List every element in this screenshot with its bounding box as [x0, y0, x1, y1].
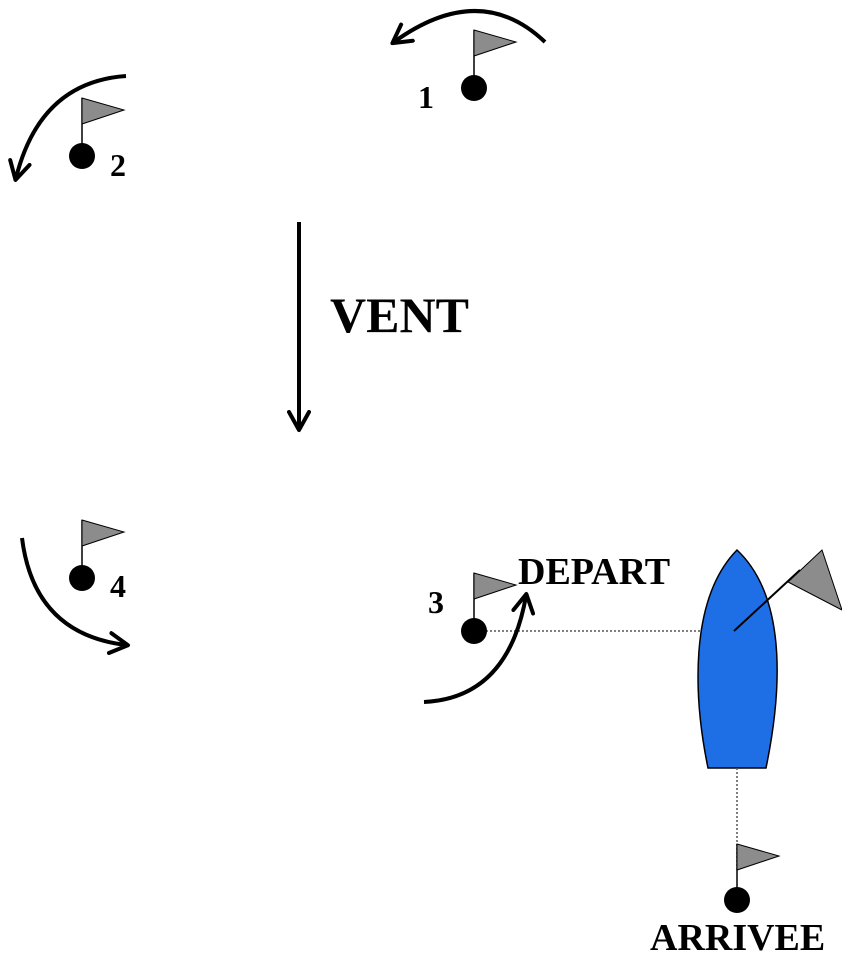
wind-indicator: VENT	[287, 222, 469, 432]
mark-3: 3	[423, 572, 536, 704]
mark-2-flag-icon	[81, 97, 126, 125]
finish-mark-buoy	[724, 887, 750, 913]
mark-4: 4	[20, 519, 130, 656]
mark-2: 2	[8, 74, 127, 183]
boat-hull	[697, 548, 778, 769]
mark-1-number: 1	[418, 79, 434, 115]
boat-flag-pole	[733, 569, 801, 632]
mark-3-flag-icon	[473, 572, 518, 600]
finish-label: ARRIVEE	[650, 917, 825, 959]
mark-1-rounding-arrow	[390, 9, 547, 46]
mark-2-number: 2	[110, 147, 126, 183]
finish-mark	[724, 843, 781, 913]
mark-3-buoy	[461, 618, 487, 644]
wind-label: VENT	[330, 287, 469, 343]
mark-1-flag-icon	[473, 29, 518, 57]
start-label: DEPART	[518, 551, 670, 593]
mark-2-buoy	[69, 143, 95, 169]
mark-1-buoy	[461, 75, 487, 101]
mark-4-buoy	[69, 565, 95, 591]
mark-4-rounding-arrow	[20, 537, 130, 656]
mark-3-rounding-arrow	[423, 592, 536, 704]
finish-mark-flag-icon	[736, 843, 781, 871]
mark-2-rounding-arrow	[8, 74, 127, 182]
mark-1: 1	[390, 9, 547, 115]
mark-3-number: 3	[428, 584, 444, 620]
mark-4-number: 4	[110, 568, 126, 604]
committee-boat	[697, 548, 842, 769]
boat-flag-icon	[787, 549, 842, 611]
mark-4-flag-icon	[81, 519, 126, 547]
